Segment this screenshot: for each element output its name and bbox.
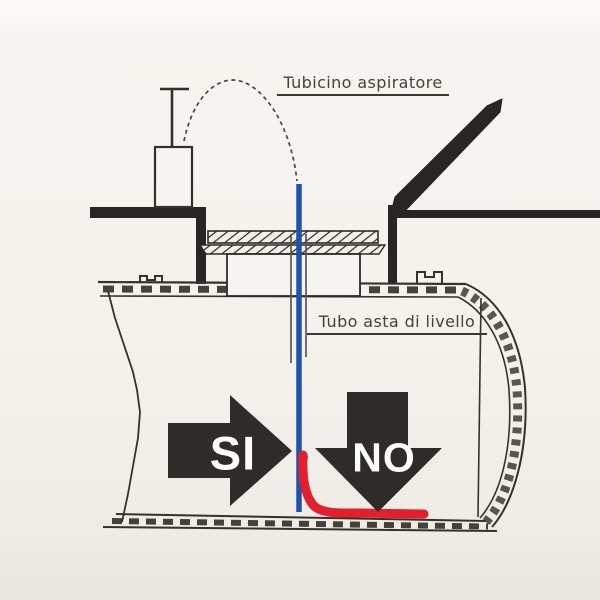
si-arrow: [168, 395, 292, 506]
si-arrow-label: SI: [209, 426, 257, 480]
suction-tube-label: Tubicino aspiratore: [277, 73, 449, 96]
tank-fitting-right: [416, 271, 443, 283]
ground-line-left: [90, 207, 206, 284]
suction-tube-arc: [183, 79, 298, 182]
tank-fitting-left: [139, 275, 163, 283]
tank-shell: [97, 271, 527, 532]
tank-left-edge: [107, 290, 141, 523]
level-rod-tube-label: Tubo asta di livello: [307, 312, 487, 335]
no-arrow: [315, 392, 442, 512]
wrong-tube-red: [298, 450, 429, 519]
level-rod-tube-lines: [290, 234, 307, 363]
manhole-flange: [198, 230, 387, 297]
open-hatch-lid: [388, 98, 600, 284]
suction-pump: [153, 87, 194, 209]
no-arrow-label: NO: [352, 434, 416, 481]
